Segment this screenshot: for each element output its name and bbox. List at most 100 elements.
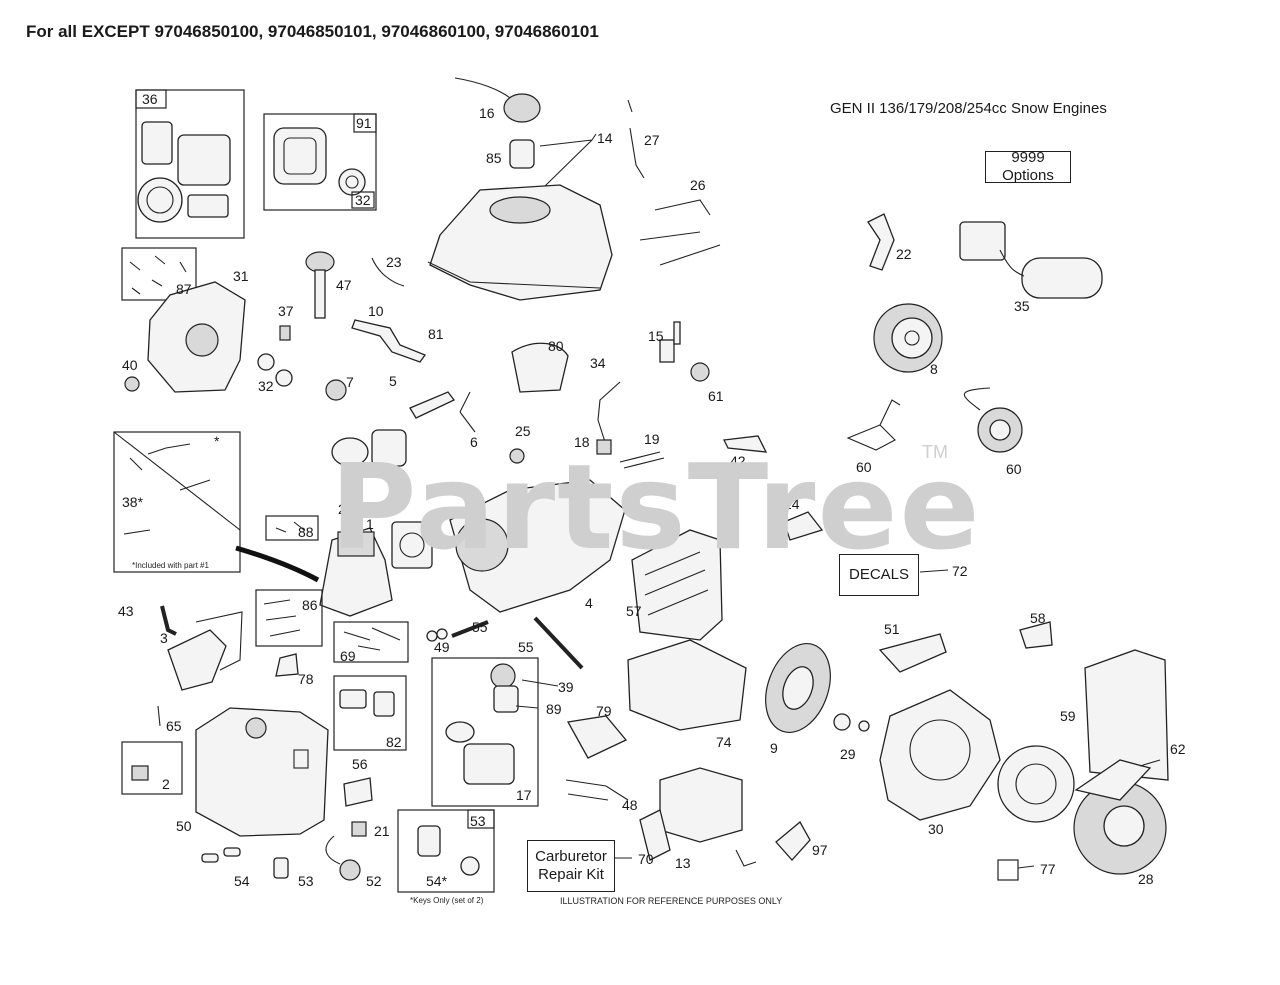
callout-30[interactable]: 30 (928, 821, 944, 837)
part-22[interactable] (867, 213, 895, 271)
callout-77[interactable]: 77 (1040, 861, 1056, 877)
governor-spring-26[interactable] (639, 199, 721, 266)
callout-86[interactable]: 86 (302, 597, 318, 613)
part-37[interactable] (279, 325, 291, 341)
callout-1[interactable]: 1 (366, 516, 374, 532)
callout-74[interactable]: 74 (716, 734, 732, 750)
bracket-24[interactable] (783, 511, 824, 541)
fuel-shutoff-15[interactable] (659, 321, 681, 363)
callout-60a[interactable]: 60 (856, 459, 872, 475)
callout-69[interactable]: 69 (340, 648, 356, 664)
callout-55a[interactable]: 55 (472, 619, 488, 635)
callout-55b[interactable]: 55 (518, 639, 534, 655)
callout-53a[interactable]: 53 (470, 813, 486, 829)
callout-5[interactable]: 5 (389, 373, 397, 389)
coil-60[interactable] (846, 399, 901, 451)
callout-58[interactable]: 58 (1030, 610, 1046, 626)
callout-21[interactable]: 21 (374, 823, 390, 839)
ignition-switch-bracket-2[interactable] (121, 741, 183, 795)
dipstick-47[interactable] (305, 251, 335, 319)
callout-47[interactable]: 47 (336, 277, 352, 293)
screws-77[interactable] (997, 859, 1019, 881)
callout-19[interactable]: 19 (644, 431, 660, 447)
callout-38[interactable]: 38* (122, 494, 144, 510)
carburetor-kit-box[interactable] (431, 657, 539, 807)
connecting-rod-5[interactable] (409, 391, 455, 419)
shroud-57[interactable] (631, 529, 723, 641)
piston-80[interactable] (511, 342, 569, 393)
callout-88[interactable]: 88 (298, 524, 314, 540)
callout-82[interactable]: 82 (386, 734, 402, 750)
callout-32a[interactable]: 32 (355, 192, 371, 208)
callout-59[interactable]: 59 (1060, 708, 1076, 724)
callout-39[interactable]: 39 (558, 679, 574, 695)
bolts-86[interactable] (255, 589, 323, 647)
spark-plug-20[interactable] (354, 479, 362, 505)
callout-79[interactable]: 79 (596, 703, 612, 719)
knob-61[interactable] (690, 362, 710, 382)
callout-61[interactable]: 61 (708, 388, 724, 404)
bracket-79[interactable] (566, 715, 628, 759)
seal-32[interactable] (257, 353, 293, 387)
callout-37[interactable]: 37 (278, 303, 294, 319)
bracket-42[interactable] (723, 435, 768, 453)
callout-36[interactable]: 36 (142, 91, 158, 107)
fuel-tank[interactable] (427, 184, 613, 301)
switch-53b[interactable] (273, 857, 289, 879)
callout-56[interactable]: 56 (352, 756, 368, 772)
cover-56[interactable] (343, 777, 373, 807)
gasket-set-36[interactable] (135, 89, 245, 239)
callout-23[interactable]: 23 (386, 254, 402, 270)
callout-87[interactable]: 87 (176, 281, 192, 297)
callout-9[interactable]: 9 (770, 740, 778, 756)
crankcase-cover-31[interactable] (147, 281, 246, 393)
callout-27[interactable]: 27 (644, 132, 660, 148)
recoil-housing-30[interactable] (879, 689, 1001, 821)
elbow-43[interactable] (160, 605, 177, 636)
flywheel-8[interactable] (873, 303, 943, 373)
fan-housing-51[interactable] (878, 633, 947, 673)
callout-53b[interactable]: 53 (298, 873, 314, 889)
bolt-set-87[interactable] (121, 247, 197, 301)
callout-81[interactable]: 81 (428, 326, 444, 342)
callout-14[interactable]: 14 (597, 130, 613, 146)
primer-97[interactable] (775, 820, 811, 861)
stator-60[interactable] (963, 387, 1023, 453)
callout-18[interactable]: 18 (574, 434, 590, 450)
engine-block-4[interactable] (391, 479, 626, 613)
air-cleaner-13[interactable] (639, 767, 743, 861)
cylinder-head-1[interactable] (319, 527, 393, 617)
switch-21[interactable] (351, 821, 367, 837)
gasket-kit-82[interactable] (333, 675, 407, 751)
callout-51[interactable]: 51 (884, 621, 900, 637)
callout-31[interactable]: 31 (233, 268, 249, 284)
callout-89[interactable]: 89 (546, 701, 562, 717)
callout-60b[interactable]: 60 (1006, 461, 1022, 477)
callout-50[interactable]: 50 (176, 818, 192, 834)
part-78[interactable] (275, 653, 299, 677)
callout-26[interactable]: 26 (690, 177, 706, 193)
fan-blower-9[interactable] (754, 635, 842, 742)
callout-78[interactable]: 78 (298, 671, 314, 687)
gasket-set-91[interactable] (263, 113, 377, 211)
valve-kit-38[interactable] (113, 431, 241, 573)
crankshaft-10[interactable] (351, 319, 427, 363)
callout-15[interactable]: 15 (648, 328, 664, 344)
callout-22[interactable]: 22 (896, 246, 912, 262)
callout-85[interactable]: 85 (486, 150, 502, 166)
wire-harness-48[interactable] (565, 779, 629, 801)
fuel-strainer-85[interactable] (509, 139, 535, 169)
options-box[interactable]: 9999 Options (985, 149, 1071, 184)
breather-tube-23[interactable] (371, 257, 405, 287)
callout-34[interactable]: 34 (590, 355, 606, 371)
callout-29[interactable]: 29 (840, 746, 856, 762)
callout-42[interactable]: 42 (730, 453, 746, 469)
starter-motor-35[interactable] (959, 221, 1103, 299)
studs-55[interactable] (451, 616, 584, 670)
carburetor-repair-kit-box[interactable]: Carburetor Repair Kit (527, 840, 615, 892)
callout-6[interactable]: 6 (470, 434, 478, 450)
callout-54a[interactable]: 54 (234, 873, 250, 889)
callout-28[interactable]: 28 (1138, 871, 1154, 887)
callout-star[interactable]: * (214, 433, 220, 449)
fuel-cap-16[interactable] (454, 77, 541, 123)
